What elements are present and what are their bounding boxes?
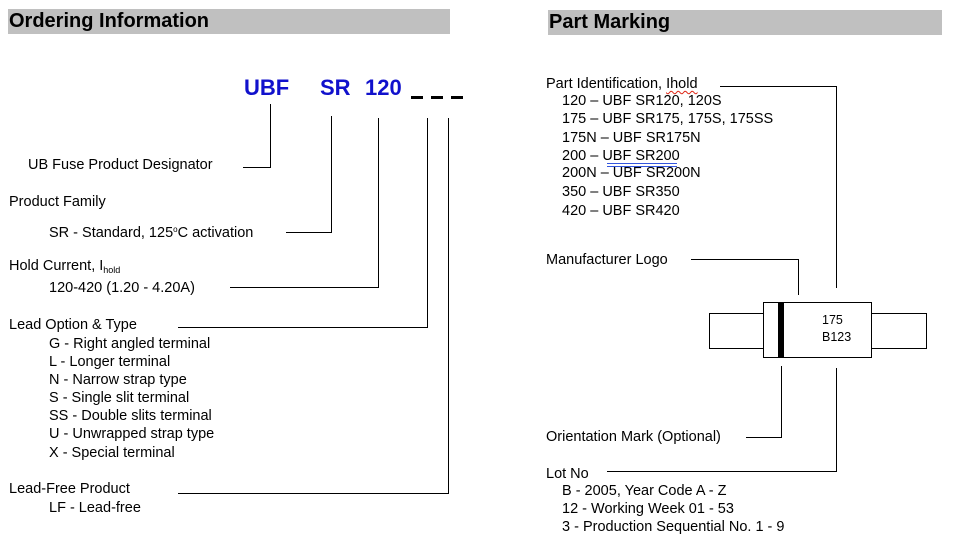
- lead-item: S - Single slit terminal: [49, 390, 190, 406]
- lot-item: 12 - Working Week 01 - 53: [562, 501, 734, 517]
- family-item: SR - Standard, 125oC activation: [49, 225, 254, 241]
- hold-label: Hold Current, Ihold: [9, 258, 121, 275]
- underline-mark: [607, 166, 677, 167]
- leader-line: [331, 116, 332, 233]
- orientation-mark: [778, 303, 784, 357]
- code-blank-2: [431, 96, 443, 99]
- leader-line: [178, 327, 428, 328]
- code-blank-3: [451, 96, 463, 99]
- leader-line: [270, 104, 271, 168]
- part-id-row: 350 – UBF SR350: [562, 184, 680, 200]
- lead-item: U - Unwrapped strap type: [49, 426, 215, 442]
- lead-item: X - Special terminal: [49, 445, 175, 461]
- lead-item: N - Narrow strap type: [49, 372, 187, 388]
- code-ubf: UBF: [244, 75, 290, 100]
- part-id-label: Part Identification, Ihold: [546, 76, 698, 92]
- part-id-row: 420 – UBF SR420: [562, 203, 680, 219]
- part-id-row: 175 – UBF SR175, 175S, 175SS: [562, 111, 774, 127]
- leader-line: [286, 232, 332, 233]
- part-id-row: 175N – UBF SR175N: [562, 130, 701, 146]
- underline-mark: [607, 163, 677, 164]
- lead-item: G - Right angled terminal: [49, 336, 211, 352]
- code-blank-1: [411, 96, 423, 99]
- leader-line: [378, 118, 379, 288]
- leader-line: [798, 259, 799, 295]
- leader-line: [427, 118, 428, 328]
- logo-label: Manufacturer Logo: [546, 252, 668, 268]
- lead-label: Lead Option & Type: [9, 317, 137, 333]
- lot-item: 3 - Production Sequential No. 1 - 9: [562, 519, 785, 535]
- designator-label: UB Fuse Product Designator: [28, 157, 213, 173]
- leader-line: [607, 471, 837, 472]
- leadfree-label: Lead-Free Product: [9, 481, 130, 497]
- leader-line: [746, 437, 782, 438]
- leader-line: [781, 366, 782, 438]
- orientation-label: Orientation Mark (Optional): [546, 429, 721, 445]
- marking-title: Part Marking: [549, 11, 671, 33]
- leader-line: [720, 86, 837, 87]
- chip-marking-line1: 175: [822, 313, 843, 327]
- lot-item: B - 2005, Year Code A - Z: [562, 483, 727, 499]
- leader-line: [230, 287, 379, 288]
- family-label: Product Family: [9, 194, 106, 210]
- code-current: 120: [365, 75, 402, 100]
- leader-line: [448, 118, 449, 494]
- ordering-header-bar: Ordering Information: [8, 9, 450, 34]
- code-family: SR: [320, 75, 351, 100]
- leadfree-item: LF - Lead-free: [49, 500, 141, 516]
- hold-range: 120-420 (1.20 - 4.20A): [49, 280, 195, 296]
- lot-label: Lot No: [546, 466, 589, 482]
- leader-line: [836, 368, 837, 472]
- lead-item: L - Longer terminal: [49, 354, 171, 370]
- lead-item: SS - Double slits terminal: [49, 408, 212, 424]
- marking-header-bar: Part Marking: [548, 10, 942, 35]
- leader-line: [178, 493, 449, 494]
- part-id-row: 120 – UBF SR120, 120S: [562, 93, 722, 109]
- chip-marking-line2: B123: [822, 330, 852, 344]
- leader-line: [691, 259, 799, 260]
- ordering-title: Ordering Information: [9, 10, 209, 32]
- leader-line: [836, 86, 837, 288]
- leader-line: [243, 167, 271, 168]
- part-id-row: 200N – UBF SR200N: [562, 165, 701, 181]
- part-id-row: 200 – UBF SR200: [562, 148, 680, 164]
